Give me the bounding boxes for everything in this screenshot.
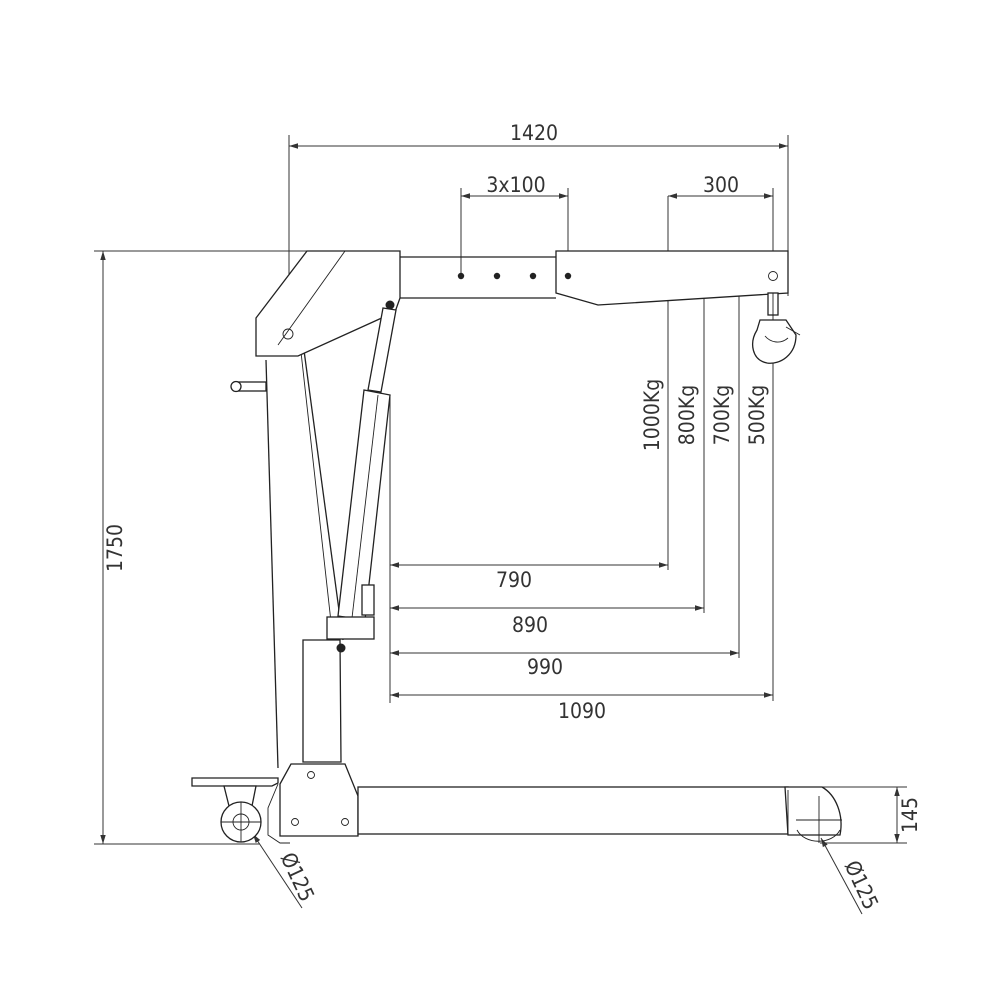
- dim-790: 790: [496, 568, 532, 592]
- rear-wheel: [796, 796, 842, 843]
- capacity-labels: 1000Kg 800Kg 700Kg 500Kg: [640, 379, 769, 451]
- dim-wheel-front: Ø125: [276, 849, 319, 905]
- capacity-1000kg: 1000Kg: [640, 379, 664, 451]
- dim-1420: 1420: [510, 121, 558, 145]
- base-leg: [279, 763, 842, 837]
- capacity-500kg: 500Kg: [745, 385, 769, 445]
- front-caster: [191, 777, 290, 844]
- dim-1090: 1090: [558, 699, 606, 723]
- capacity-700kg: 700Kg: [710, 385, 734, 445]
- boom: [400, 256, 556, 299]
- dim-3x100: 3x100: [486, 173, 545, 197]
- pivot-hole: [282, 328, 294, 340]
- mast: [265, 342, 344, 769]
- handle-pin: [230, 380, 267, 393]
- capacity-800kg: 800Kg: [675, 385, 699, 445]
- dim-300: 300: [703, 173, 739, 197]
- hook: [752, 292, 801, 364]
- hydraulic-ram: [326, 300, 397, 653]
- dim-990: 990: [527, 655, 563, 679]
- boom-head-plate: [255, 250, 401, 357]
- boom-extension: [555, 250, 789, 306]
- dim-1750: 1750: [103, 524, 127, 572]
- boom-holes: [457, 271, 778, 281]
- crane-body: [191, 250, 842, 844]
- dim-890: 890: [512, 613, 548, 637]
- dim-145: 145: [898, 797, 922, 833]
